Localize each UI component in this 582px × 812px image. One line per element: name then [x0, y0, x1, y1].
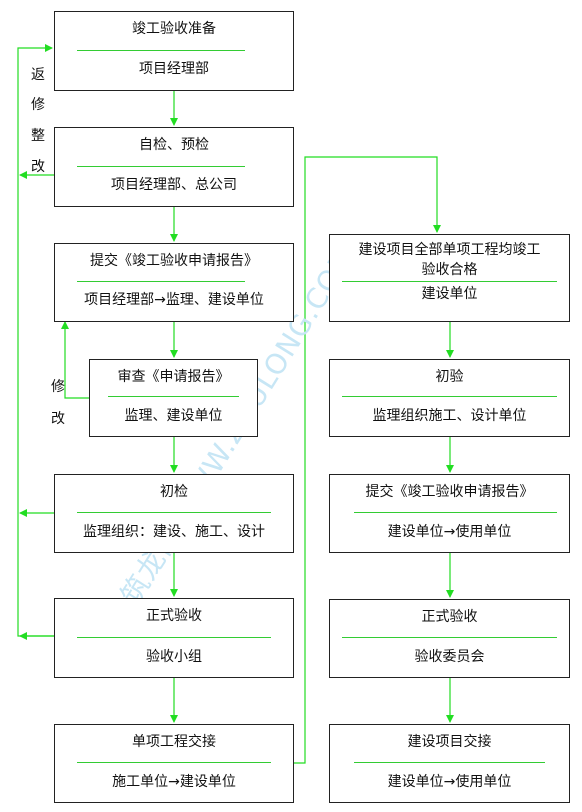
box-title: 单项工程交接	[132, 734, 216, 750]
box-sub: 监理组织：建设、施工、设计	[83, 524, 265, 540]
revise-label-char: 修	[51, 379, 65, 395]
revise-label-char: 改	[51, 411, 65, 427]
separator	[77, 50, 245, 51]
box-title: 提交《竣工验收申请报告》	[90, 253, 258, 269]
box-sub: 监理、建设单位	[124, 408, 223, 424]
box-title: 自检、预检	[139, 137, 209, 153]
separator	[77, 512, 271, 513]
separator	[77, 166, 245, 167]
box-title: 初检	[160, 484, 188, 500]
box-sub: 验收委员会	[414, 649, 485, 665]
rework-label-char: 修	[31, 97, 45, 113]
box-title: 审查《申请报告》	[117, 369, 230, 385]
box-all-projects-accepted: 建设项目全部单项工程均竣工 验收合格 建设单位	[329, 234, 570, 322]
box-sub: 施工单位→建设单位	[112, 774, 236, 790]
rework-label-char: 整	[31, 128, 45, 144]
box-title: 正式验收	[146, 608, 202, 624]
box-sub: 项目经理部→监理、建设单位	[84, 292, 264, 308]
box-initial-inspection: 初检 监理组织：建设、施工、设计	[54, 474, 294, 553]
separator	[77, 762, 271, 763]
box-sub: 项目经理部	[139, 61, 209, 77]
box-sub: 建设单位→使用单位	[387, 524, 512, 540]
separator	[342, 396, 557, 397]
box-title: 建设项目交接	[407, 734, 492, 750]
box-completion-preparation: 竣工验收准备 项目经理部	[54, 11, 294, 91]
box-title-line1: 建设项目全部单项工程均竣工	[358, 242, 541, 258]
box-preliminary-acceptance: 初验 监理组织施工、设计单位	[329, 359, 570, 437]
box-title: 正式验收	[421, 609, 478, 625]
box-title-line2: 验收合格	[421, 262, 478, 278]
box-single-project-handover: 单项工程交接 施工单位→建设单位	[54, 724, 294, 803]
revise-loop-line	[61, 321, 89, 399]
rework-label-char: 改	[31, 159, 45, 175]
box-right-submit-report: 提交《竣工验收申请报告》 建设单位→使用单位	[329, 474, 570, 553]
box-title: 初验	[435, 369, 464, 385]
separator	[342, 281, 557, 282]
box-sub: 验收小组	[146, 649, 202, 665]
box-sub: 建设单位→使用单位	[387, 774, 512, 790]
box-sub: 建设单位	[421, 286, 478, 302]
box-sub: 监理组织施工、设计单位	[372, 408, 527, 424]
box-submit-report: 提交《竣工验收申请报告》 项目经理部→监理、建设单位	[54, 243, 294, 322]
box-title: 提交《竣工验收申请报告》	[365, 484, 534, 500]
box-formal-acceptance: 正式验收 验收小组	[54, 598, 294, 678]
rework-label-char: 返	[31, 67, 45, 83]
box-right-formal-acceptance: 正式验收 验收委员会	[329, 599, 570, 678]
box-review-report: 审查《申请报告》 监理、建设单位	[89, 359, 258, 437]
separator	[108, 396, 239, 397]
separator	[354, 762, 545, 763]
box-self-check: 自检、预检 项目经理部、总公司	[54, 127, 294, 207]
separator	[354, 512, 557, 513]
separator	[342, 637, 557, 638]
box-construction-project-handover: 建设项目交接 建设单位→使用单位	[329, 724, 570, 803]
separator	[77, 281, 245, 282]
separator	[77, 637, 271, 638]
box-title: 竣工验收准备	[132, 21, 216, 37]
box-sub: 项目经理部、总公司	[111, 177, 237, 193]
